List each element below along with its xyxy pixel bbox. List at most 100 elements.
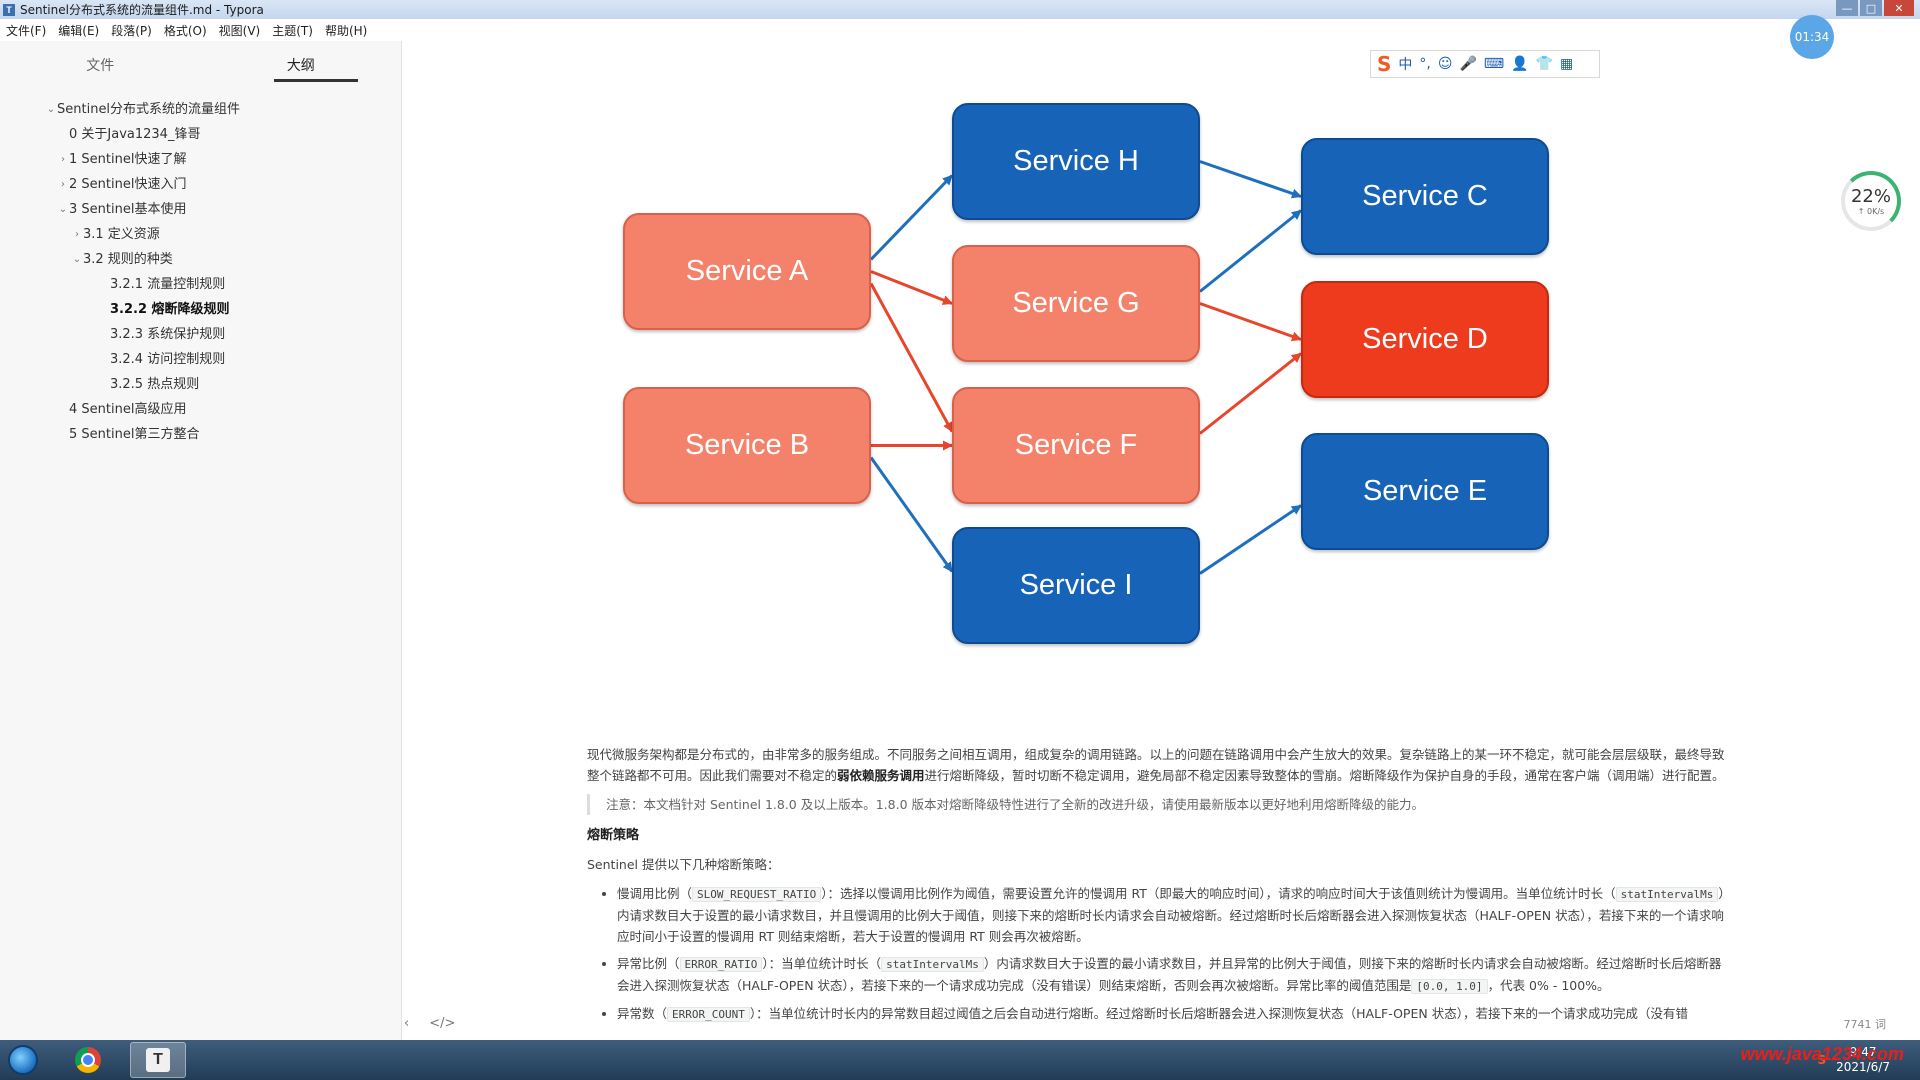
service-node-h: Service H bbox=[952, 103, 1200, 220]
menu-theme[interactable]: 主题(T) bbox=[272, 23, 313, 38]
network-speed-gauge[interactable]: 22% ↑ 0K/s bbox=[1841, 171, 1901, 231]
outline-item[interactable]: ›1 Sentinel快速了解 bbox=[0, 147, 401, 172]
tab-outline[interactable]: 大纲 bbox=[201, 51, 402, 91]
intro-paragraph: 现代微服务架构都是分布式的，由非常多的服务组成。不同服务之间相互调用，组成复杂的… bbox=[587, 744, 1732, 786]
outline-label: 3.1 定义资源 bbox=[83, 227, 160, 242]
punctuation-icon[interactable]: °, bbox=[1419, 56, 1431, 72]
typora-app-icon: T bbox=[3, 3, 15, 16]
list-text: ）内请求数目大于设置的最小请求数目，并且异常的比例大于阈值，则接下来的熔断时长内… bbox=[617, 956, 1722, 993]
start-button[interactable] bbox=[0, 1040, 46, 1080]
expand-toggle-icon[interactable]: ⌄ bbox=[72, 254, 82, 265]
service-node-b: Service B bbox=[623, 387, 871, 504]
typora-icon: T bbox=[146, 1048, 170, 1072]
outline-item[interactable]: 3.2.1 流量控制规则 bbox=[0, 272, 401, 297]
menu-paragraph[interactable]: 段落(P) bbox=[111, 23, 152, 38]
window-title: Sentinel分布式系统的流量组件.md - Typora bbox=[20, 3, 264, 17]
gauge-percent: 22% bbox=[1850, 186, 1891, 207]
keyboard-icon[interactable]: ⌨ bbox=[1483, 56, 1505, 72]
expand-toggle-icon[interactable]: › bbox=[75, 229, 79, 240]
back-arrow-icon[interactable]: ‹ bbox=[404, 1016, 410, 1031]
edge-a-to-h bbox=[869, 174, 954, 261]
chrome-icon bbox=[75, 1047, 101, 1073]
outline-item[interactable]: › 3.1 定义资源 bbox=[0, 222, 401, 247]
menu-file[interactable]: 文件(F) bbox=[6, 23, 47, 38]
editor-footer: ‹ </> bbox=[404, 1016, 455, 1031]
service-call-diagram bbox=[869, 160, 1302, 575]
outline-item[interactable]: 3.2.4 访问控制规则 bbox=[0, 347, 401, 372]
menu-edit[interactable]: 编辑(E) bbox=[58, 23, 100, 38]
inline-code: SLOW_REQUEST_RATIO bbox=[692, 887, 822, 902]
service-node-g: Service G bbox=[952, 245, 1200, 362]
outline-item[interactable]: ⌄3 Sentinel基本使用 bbox=[0, 197, 401, 222]
sidebar-tabs: 文件 大纲 bbox=[0, 51, 401, 91]
outline-label: 3.2 规则的种类 bbox=[83, 252, 173, 267]
edge-h-to-c bbox=[1199, 160, 1302, 199]
outline-item[interactable]: 3.2.2 熔断降级规则 bbox=[0, 297, 401, 322]
intro-text-end: 进行熔断降级，暂时切断不稳定调用，避免局部不稳定因素导致整体的雪崩。熔断降级作为… bbox=[924, 768, 1725, 783]
edge-b-to-i bbox=[869, 456, 954, 573]
inline-code: statIntervalMs bbox=[1615, 887, 1719, 902]
outline-label: 2 Sentinel快速入门 bbox=[69, 177, 187, 192]
menu-format[interactable]: 格式(O) bbox=[163, 23, 207, 38]
inline-code: [0.0, 1.0] bbox=[1411, 979, 1488, 994]
strategy-heading: 熔断策略 bbox=[587, 828, 640, 843]
sogou-tray-icon[interactable]: S bbox=[1817, 1053, 1827, 1067]
outline-label: 3.2.3 系统保护规则 bbox=[110, 327, 226, 342]
outline-label: Sentinel分布式系统的流量组件 bbox=[57, 102, 241, 117]
emoji-icon[interactable]: ☺ bbox=[1437, 56, 1453, 72]
outline-item[interactable]: 3.2.3 系统保护规则 bbox=[0, 322, 401, 347]
window-controls: — □ ✕ bbox=[1834, 0, 1914, 16]
minimize-button[interactable]: — bbox=[1836, 0, 1858, 16]
clock-date: 2021/6/7 bbox=[1836, 1060, 1890, 1074]
outline-item[interactable]: 5 Sentinel第三方整合 bbox=[0, 422, 401, 447]
expand-toggle-icon[interactable]: › bbox=[61, 154, 65, 165]
outline-item[interactable]: › 2 Sentinel快速入门 bbox=[0, 172, 401, 197]
chinese-mode-icon[interactable]: 中 bbox=[1398, 57, 1413, 73]
list-text: 慢调用比例（ bbox=[617, 886, 693, 901]
outline-item[interactable]: 0 关于Java1234_锋哥 bbox=[0, 122, 401, 147]
recording-timer[interactable]: 01:34 bbox=[1790, 15, 1834, 59]
outline-item[interactable]: 3.2.5 热点规则 bbox=[0, 372, 401, 397]
source-code-mode-icon[interactable]: </> bbox=[429, 1016, 456, 1031]
edge-a-to-g bbox=[870, 270, 953, 305]
expand-toggle-icon[interactable]: ⌄ bbox=[46, 104, 56, 115]
list-item: 异常数（ERROR_COUNT）：当单位统计时长内的异常数目超过阈值之后会自动进… bbox=[617, 1003, 1732, 1025]
outline-label: 3.2.4 访问控制规则 bbox=[110, 352, 226, 367]
close-button[interactable]: ✕ bbox=[1884, 0, 1914, 16]
list-text: 异常数（ bbox=[617, 1006, 668, 1021]
service-node-f: Service F bbox=[952, 387, 1200, 504]
voice-input-icon[interactable]: 🎤 bbox=[1459, 56, 1477, 72]
expand-toggle-icon[interactable]: ⌄ bbox=[58, 204, 68, 215]
list-text: ）：当单位统计时长（ bbox=[762, 956, 882, 971]
outline-item[interactable]: ⌄3.2 规则的种类 bbox=[0, 247, 401, 272]
menu-help[interactable]: 帮助(H) bbox=[324, 23, 368, 38]
outline-item[interactable]: 4 Sentinel高级应用 bbox=[0, 397, 401, 422]
outline-item[interactable]: ⌄Sentinel分布式系统的流量组件 bbox=[0, 97, 401, 122]
menu-view[interactable]: 视图(V) bbox=[218, 23, 261, 38]
ime-toolbar: S 中 °, ☺ 🎤 ⌨ 👤 👕 ▦ bbox=[1370, 50, 1600, 78]
maximize-button[interactable]: □ bbox=[1860, 0, 1882, 16]
user-icon[interactable]: 👤 bbox=[1511, 56, 1529, 72]
clock[interactable]: 9:47 2021/6/7 bbox=[1836, 1045, 1890, 1075]
windows-logo-icon bbox=[8, 1045, 38, 1075]
list-text: ，代表 0% - 100%。 bbox=[1487, 978, 1610, 993]
expand-toggle-icon[interactable]: › bbox=[61, 179, 65, 190]
list-item: 异常比例（ERROR_RATIO）：当单位统计时长（statIntervalMs… bbox=[617, 953, 1732, 997]
service-node-i: Service I bbox=[952, 527, 1200, 644]
inline-code: statIntervalMs bbox=[881, 957, 984, 972]
menu-bar: 文件(F) 编辑(E) 段落(P) 格式(O) 视图(V) 主题(T) 帮助(H… bbox=[0, 19, 410, 41]
taskbar: T S 9:47 2021/6/7 bbox=[0, 1040, 1920, 1080]
service-node-c: Service C bbox=[1301, 138, 1549, 255]
edge-g-to-d bbox=[1199, 302, 1302, 342]
version-note: 注意：本文档针对 Sentinel 1.8.0 及以上版本。1.8.0 版本对熔… bbox=[587, 794, 1732, 815]
toolbox-icon[interactable]: ▦ bbox=[1560, 56, 1574, 72]
tab-files[interactable]: 文件 bbox=[86, 58, 115, 74]
taskbar-chrome[interactable] bbox=[60, 1042, 116, 1078]
sogou-logo-icon[interactable]: S bbox=[1377, 52, 1392, 76]
taskbar-typora[interactable]: T bbox=[130, 1042, 186, 1078]
intro-text: 现代微服务架构都是分布式的，由非常多的服务组成。不同服务之间相互调用，组成复杂的… bbox=[587, 747, 1725, 783]
skin-icon[interactable]: 👕 bbox=[1535, 56, 1553, 72]
word-count[interactable]: 7741 词 bbox=[1843, 1018, 1887, 1031]
